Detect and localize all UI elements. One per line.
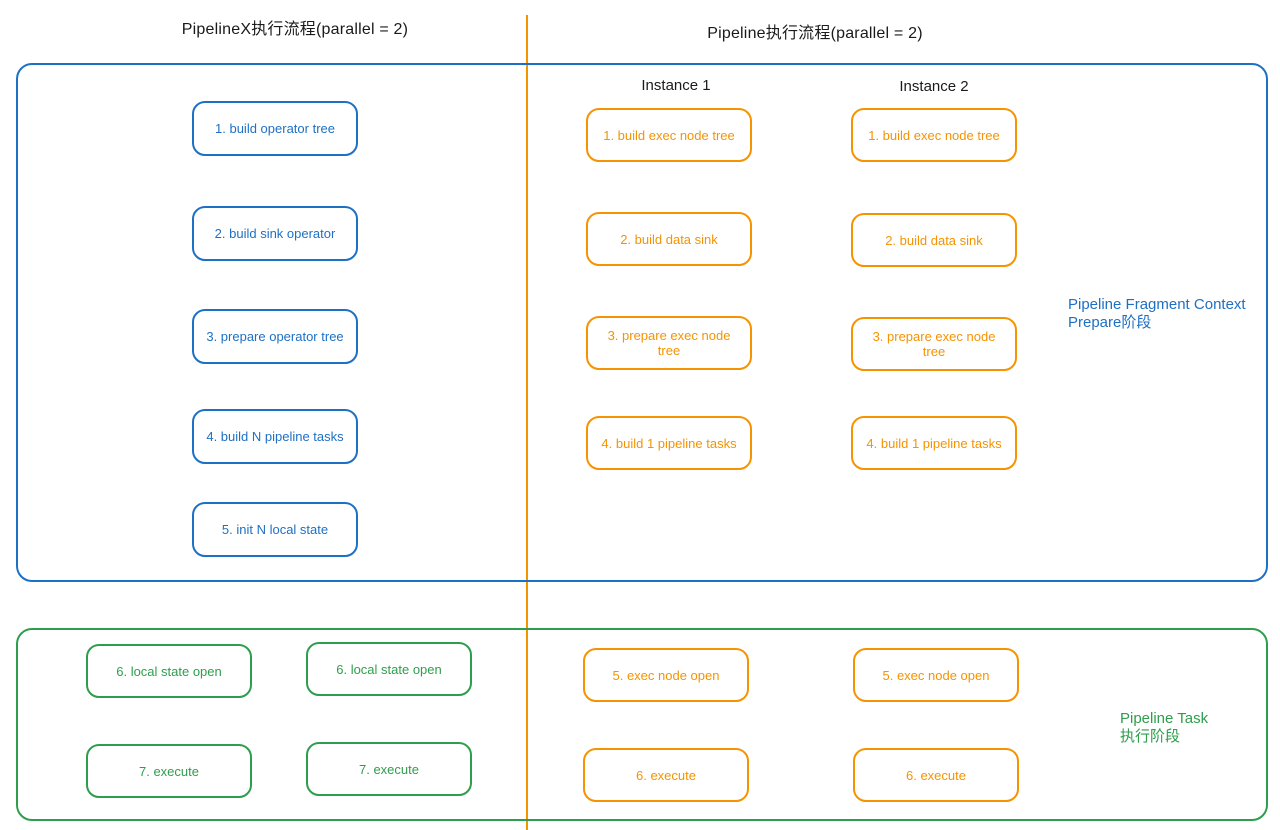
instance2-step-build-exec-node-tree: 1. build exec node tree [851, 108, 1017, 162]
instance1-step-build-1-pipeline-tasks: 4. build 1 pipeline tasks [586, 416, 752, 470]
task-phase-label-line1: Pipeline Task [1120, 710, 1209, 727]
pipelinex-step-init-n-local-state: 5. init N local state [192, 502, 358, 557]
pipeline-flow-title: Pipeline执行流程(parallel = 2) [707, 25, 923, 42]
instance2-task-execute: 6. execute [853, 748, 1019, 802]
prepare-phase-label: Pipeline Fragment Context Prepare阶段 [1068, 296, 1246, 331]
instance2-step-build-data-sink: 2. build data sink [851, 213, 1017, 267]
pipelinex-task-execute-1: 7. execute [86, 744, 252, 798]
section-divider-line [526, 15, 528, 830]
instance2-step-prepare-exec-node-tree: 3. prepare exec node tree [851, 317, 1017, 371]
instance2-step-build-1-pipeline-tasks: 4. build 1 pipeline tasks [851, 416, 1017, 470]
instance1-step-prepare-exec-node-tree: 3. prepare exec node tree [586, 316, 752, 370]
instance2-task-exec-node-open: 5. exec node open [853, 648, 1019, 702]
pipelinex-flow-title: PipelineX执行流程(parallel = 2) [181, 21, 409, 38]
task-phase-container [16, 628, 1268, 821]
pipelinex-step-build-n-pipeline-tasks: 4. build N pipeline tasks [192, 409, 358, 464]
prepare-phase-container [16, 63, 1268, 582]
instance1-task-exec-node-open: 5. exec node open [583, 648, 749, 702]
task-phase-label-line2: 执行阶段 [1120, 727, 1181, 745]
pipelinex-task-execute-2: 7. execute [306, 742, 472, 796]
task-phase-label: Pipeline Task 执行阶段 [1120, 710, 1208, 745]
instance1-header: Instance 1 [641, 77, 711, 94]
prepare-phase-label-line2: Prepare阶段 [1068, 313, 1152, 331]
instance1-step-build-data-sink: 2. build data sink [586, 212, 752, 266]
pipelinex-task-local-state-open-2: 6. local state open [306, 642, 472, 696]
pipelinex-step-build-sink-operator: 2. build sink operator [192, 206, 358, 261]
prepare-phase-label-line1: Pipeline Fragment Context [1068, 296, 1246, 313]
pipelinex-task-local-state-open-1: 6. local state open [86, 644, 252, 698]
instance1-step-build-exec-node-tree: 1. build exec node tree [586, 108, 752, 162]
instance2-header: Instance 2 [899, 78, 969, 95]
pipelinex-step-build-operator-tree: 1. build operator tree [192, 101, 358, 156]
pipelinex-step-prepare-operator-tree: 3. prepare operator tree [192, 309, 358, 364]
instance1-task-execute: 6. execute [583, 748, 749, 802]
